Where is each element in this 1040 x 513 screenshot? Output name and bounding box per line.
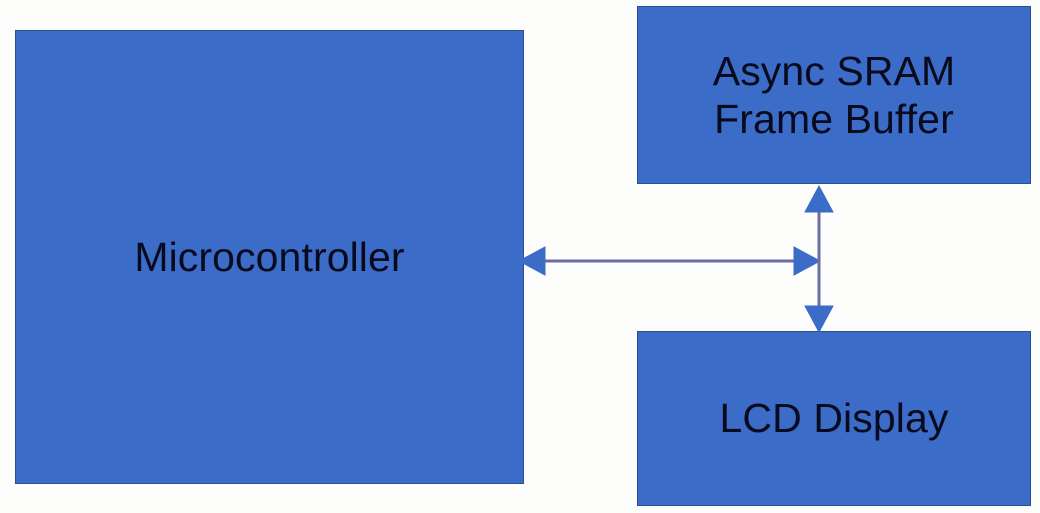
arrowhead-right-icon — [793, 246, 822, 276]
arrowhead-down-icon — [804, 305, 834, 334]
node-lcd-display-label: LCD Display — [719, 395, 949, 442]
arrowhead-up-icon — [804, 184, 834, 213]
node-microcontroller[interactable]: Microcontroller — [15, 30, 524, 484]
node-async-sram-frame-buffer[interactable]: Async SRAM Frame Buffer — [637, 6, 1031, 184]
node-lcd-display[interactable]: LCD Display — [637, 331, 1031, 506]
connector-microcontroller-bus — [517, 246, 822, 276]
node-microcontroller-label: Microcontroller — [134, 233, 405, 280]
connector-bus-sram-lcd — [804, 184, 834, 334]
node-async-sram-frame-buffer-label: Async SRAM Frame Buffer — [712, 47, 956, 142]
